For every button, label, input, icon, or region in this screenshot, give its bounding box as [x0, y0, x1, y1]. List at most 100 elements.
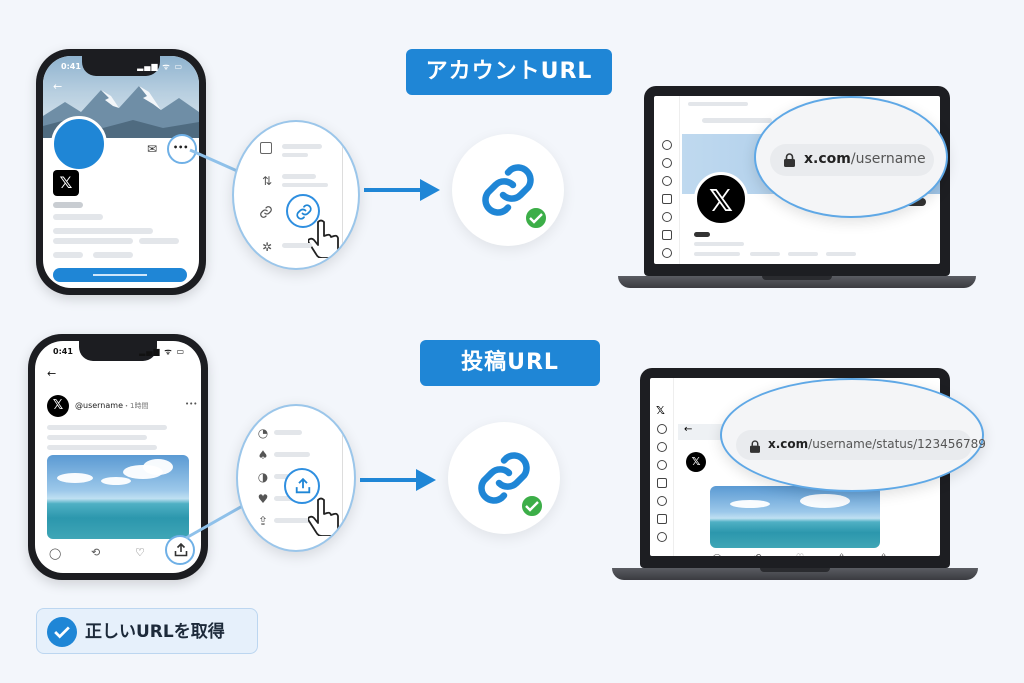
phone-post: 0:41 ▂▄▆ ᯤ ▭ ← 𝕏 @username・1時間 ••• ◯ ⟲ ♡: [28, 334, 208, 580]
menu-item-placeholder: [282, 144, 322, 149]
section-label-account-url: アカウントURL: [406, 49, 612, 95]
cloud: [143, 459, 173, 475]
post-more-icon[interactable]: •••: [185, 400, 198, 408]
heart-icon[interactable]: ♥: [257, 492, 269, 506]
sidebar-explore-icon[interactable]: [662, 158, 672, 168]
retweet-icon[interactable]: ⟲: [91, 546, 101, 559]
menu-item-placeholder-5: [282, 243, 312, 248]
profile-stats-placeholder: [53, 252, 83, 258]
sidebar-more-icon[interactable]: [662, 248, 672, 258]
post-image[interactable]: [47, 455, 189, 539]
url-path: /username: [850, 151, 926, 167]
status-bar: 0:41 ▂▄▆ ᯤ ▭: [35, 345, 201, 361]
zoom-share-circle: ◔ ♠ ◑ ♥ ⇪: [236, 404, 356, 552]
success-check-icon: [524, 206, 548, 230]
sidebar-bell-icon[interactable]: [657, 460, 667, 470]
sidebar: [654, 96, 680, 264]
cloud: [57, 473, 93, 483]
sidebar: [650, 378, 674, 556]
connector-line: [185, 502, 247, 540]
sidebar-search-icon[interactable]: [662, 140, 672, 150]
list-icon[interactable]: ⇅: [261, 174, 273, 188]
menu-item-placeholder-5: [274, 518, 314, 523]
sidebar-profile-icon[interactable]: [657, 496, 667, 506]
post-text-placeholder-3: [47, 445, 157, 450]
sidebar-search-icon[interactable]: [657, 424, 667, 434]
status-time: 0:41: [61, 62, 81, 71]
reply-icon[interactable]: ◯: [49, 547, 62, 560]
settings-icon[interactable]: ✲: [261, 240, 273, 254]
sidebar-bell-icon[interactable]: [662, 176, 672, 186]
laptop-groove: [762, 276, 832, 280]
link-icon[interactable]: [259, 205, 273, 219]
share-button[interactable]: [165, 535, 195, 565]
status-signal-icon: ▂▄▆ ᯤ ▭: [139, 347, 185, 356]
x-logo-avatar: 𝕏: [686, 452, 706, 472]
back-arrow-icon[interactable]: ←: [684, 424, 693, 435]
copy-link-button[interactable]: [286, 194, 320, 228]
status-signal-icon: ▂▄▆ ᯤ ▭: [137, 62, 183, 71]
sidebar-bookmark-icon[interactable]: [662, 230, 672, 240]
profile-avatar: [51, 116, 107, 172]
retweet-icon[interactable]: ◑: [257, 470, 269, 484]
cloud: [730, 500, 770, 508]
sidebar-bookmark-icon[interactable]: [657, 514, 667, 524]
mail-icon[interactable]: ✉: [147, 142, 158, 156]
reply-icon[interactable]: ◯: [712, 554, 722, 556]
follow-button[interactable]: [53, 268, 187, 282]
address-bar[interactable]: x.com/username: [770, 144, 934, 176]
x-logo-avatar: 𝕏: [694, 172, 748, 226]
post-author: @username・1時間: [75, 401, 148, 411]
chain-link-icon: [482, 164, 534, 216]
bell-icon[interactable]: ♠: [257, 448, 269, 462]
sidebar-more-icon[interactable]: [657, 532, 667, 542]
arrow-right-icon: [364, 179, 440, 201]
url-host: x.com: [804, 151, 851, 167]
url-host: x.com: [768, 437, 809, 451]
like-icon[interactable]: ♡: [135, 546, 145, 559]
more-options-button[interactable]: •••: [167, 134, 197, 164]
post-username: @username: [75, 401, 123, 410]
correct-url-label: 正しいURLを取得: [85, 622, 225, 642]
note-icon[interactable]: [260, 142, 272, 154]
menu-item-placeholder-2: [274, 452, 310, 457]
reply-icon[interactable]: ◔: [257, 426, 269, 440]
sidebar-mail-icon[interactable]: [662, 194, 672, 204]
menu-item-placeholder-2: [282, 153, 308, 157]
upload-icon[interactable]: ⇪: [880, 553, 888, 556]
sidebar-explore-icon[interactable]: [657, 442, 667, 452]
profile-bio-placeholder-2: [750, 252, 780, 256]
upload-icon[interactable]: ⇪: [257, 514, 269, 528]
url-text: x.com/username: [804, 151, 926, 167]
post-text-placeholder: [47, 425, 167, 430]
lock-icon: [750, 438, 760, 453]
phone-post-screen: 0:41 ▂▄▆ ᯤ ▭ ← 𝕏 @username・1時間 ••• ◯ ⟲ ♡: [35, 341, 201, 573]
profile-handle-placeholder: [53, 214, 103, 220]
post-image[interactable]: [710, 486, 880, 548]
menu-panel-divider: [342, 122, 343, 268]
menu-item-placeholder-3: [274, 474, 294, 479]
sidebar-x-logo[interactable]: 𝕏: [656, 404, 665, 417]
back-arrow-icon[interactable]: ←: [47, 367, 57, 380]
check-circle-icon: [47, 617, 77, 647]
status-time: 0:41: [53, 347, 73, 356]
share-url-button[interactable]: [284, 468, 320, 504]
menu-item-placeholder-4: [274, 496, 296, 501]
status-bar: 0:41 ▂▄▆ ᯤ ▭: [43, 60, 199, 76]
like-icon[interactable]: ♡: [796, 553, 804, 556]
address-bar[interactable]: x.com/username/status/123456789: [736, 430, 986, 460]
sidebar-profile-icon[interactable]: [662, 212, 672, 222]
back-arrow-icon[interactable]: ←: [53, 80, 63, 93]
profile-name-placeholder: [694, 232, 710, 237]
share-icon[interactable]: ⇪: [838, 553, 846, 556]
sidebar-mail-icon[interactable]: [657, 478, 667, 488]
menu-item-placeholder-3: [282, 174, 316, 179]
lock-icon: [784, 152, 795, 167]
laptop-base: [618, 276, 976, 288]
profile-title-placeholder: [702, 118, 772, 123]
phone-notch: [79, 341, 157, 361]
profile-bio-placeholder: [53, 228, 153, 234]
retweet-icon[interactable]: ⟲: [754, 553, 762, 556]
cloud: [800, 494, 850, 508]
correct-url-badge: 正しいURLを取得: [36, 608, 258, 654]
